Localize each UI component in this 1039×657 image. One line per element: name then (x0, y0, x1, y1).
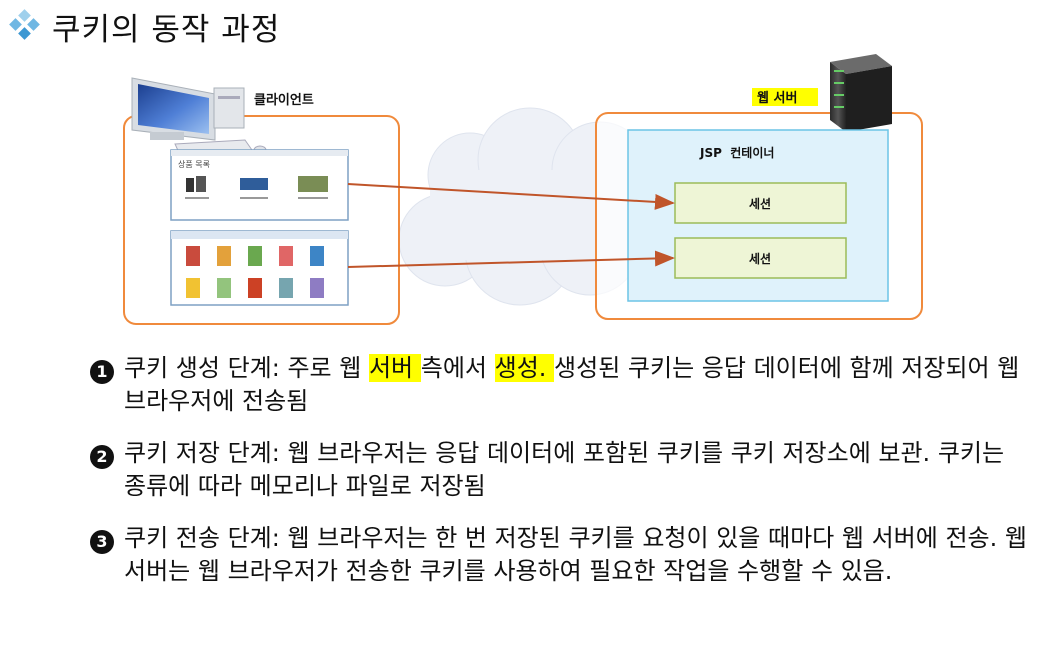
step-3: 3 쿠키 전송 단계: 웹 브라우저는 한 번 저장된 쿠키를 요청이 있을 때… (90, 522, 1030, 588)
cookie-flow-diagram: 클라이언트 상품 목록 웹 (123, 54, 923, 325)
step-2: 2 쿠키 저장 단계: 웹 브라우저는 응답 데이터에 포함된 쿠키를 쿠키 저… (90, 437, 1030, 503)
session-box-2 (674, 237, 847, 279)
client-label: 클라이언트 (254, 92, 314, 108)
server-tower-icon (830, 54, 892, 132)
session-label-1: 세션 (749, 196, 771, 211)
diamond-bullet-icon (9, 9, 40, 40)
highlight-server: 서버 (368, 354, 421, 382)
step-number-3: 3 (90, 530, 114, 554)
server-label: 웹 서버 (757, 90, 797, 106)
arrow-client-to-session-2 (347, 250, 675, 268)
step-list: 1 쿠키 생성 단계: 주로 웹 서버 측에서 생성. 생성된 쿠키는 응답 데… (90, 352, 1030, 607)
browser-shop-thumbnail: 상품 목록 (170, 149, 349, 221)
browser-books-thumbnail (170, 230, 349, 306)
computer-icon (131, 77, 267, 156)
jsp-container-label: JSP 컨테이너 (699, 145, 774, 160)
server-label-highlight (752, 88, 818, 106)
arrow-client-to-session-1 (347, 183, 675, 210)
title-text: 쿠키의 동작 과정 (52, 11, 281, 48)
step-2-text: 쿠키 저장 단계: 웹 브라우저는 응답 데이터에 포함된 쿠키를 쿠키 저장소… (124, 439, 1005, 500)
step-1: 1 쿠키 생성 단계: 주로 웹 서버 측에서 생성. 생성된 쿠키는 응답 데… (90, 352, 1030, 418)
highlight-create: 생성. (494, 354, 555, 382)
session-label-2: 세션 (749, 251, 771, 266)
step-number-1: 1 (90, 360, 114, 384)
slide-title: 쿠키의 동작 과정 (8, 6, 281, 48)
step-number-2: 2 (90, 445, 114, 469)
step-3-text: 쿠키 전송 단계: 웹 브라우저는 한 번 저장된 쿠키를 요청이 있을 때마다… (124, 524, 1027, 585)
svg-text:상품 목록: 상품 목록 (178, 159, 210, 169)
session-box-1 (674, 182, 847, 224)
